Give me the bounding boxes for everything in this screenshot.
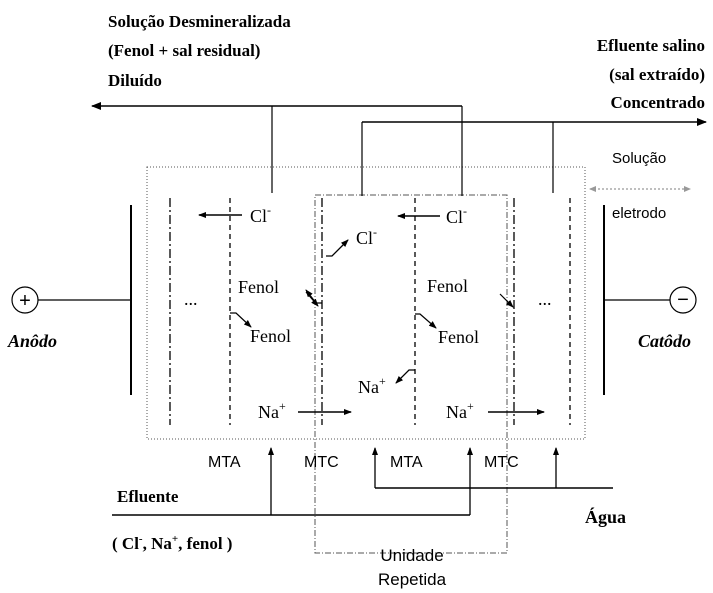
unit-label-1: Unidade — [380, 546, 443, 565]
na-arrow-3 — [395, 369, 415, 384]
conc-subtitle: (sal extraído) — [609, 65, 705, 84]
cl-label-1: Cl- — [250, 203, 271, 226]
fenol-label-3: Fenol — [427, 276, 468, 296]
electrode-solution-label-1: Solução — [612, 150, 666, 167]
mta-label-1: MTA — [208, 454, 241, 471]
fenol-label-1: Fenol — [238, 277, 279, 297]
efluente-label: Efluente — [117, 487, 179, 506]
fenol-arrow-2 — [230, 312, 252, 328]
agua-label: Água — [585, 506, 626, 527]
fenol-label-2: Fenol — [250, 326, 291, 346]
conc-label: Concentrado — [611, 93, 705, 112]
dilute-title: Solução Desmineralizada — [108, 12, 291, 31]
mtc-label-2: MTC — [484, 454, 519, 471]
dilute-label: Diluído — [108, 71, 162, 90]
dilute-subtitle: (Fenol + sal residual) — [108, 41, 260, 60]
electrode-solution-label-2: eletrodo — [612, 205, 666, 222]
cathode-label: Catôdo — [638, 331, 691, 351]
anode-label: Anôdo — [7, 331, 57, 351]
repeating-unit-border — [314, 194, 508, 554]
ellipsis-right: ... — [538, 289, 552, 309]
na-label-1: Na+ — [258, 399, 286, 422]
anode-sign: + — [19, 290, 31, 312]
stack-border — [146, 166, 586, 440]
na-label-2: Na+ — [446, 399, 474, 422]
fenol-arrow-3 — [499, 293, 514, 308]
na-label-3: Na+ — [358, 374, 386, 397]
fenol-arrow-1b — [305, 291, 319, 307]
fenol-label-4: Fenol — [438, 327, 479, 347]
efluente-composition: ( Cl-, Na+, fenol ) — [112, 533, 232, 553]
cl-label-3: Cl- — [356, 225, 377, 248]
conc-title: Efluente salino — [597, 36, 705, 55]
mtc-label-1: MTC — [304, 454, 339, 471]
mta-label-2: MTA — [390, 454, 423, 471]
unit-label-2: Repetida — [378, 570, 447, 589]
cathode-sign: − — [677, 289, 689, 311]
cl-label-2: Cl- — [446, 204, 467, 227]
fenol-arrow-4 — [415, 313, 437, 329]
cl-arrow-3 — [326, 239, 349, 257]
ellipsis-left: ... — [184, 289, 198, 309]
